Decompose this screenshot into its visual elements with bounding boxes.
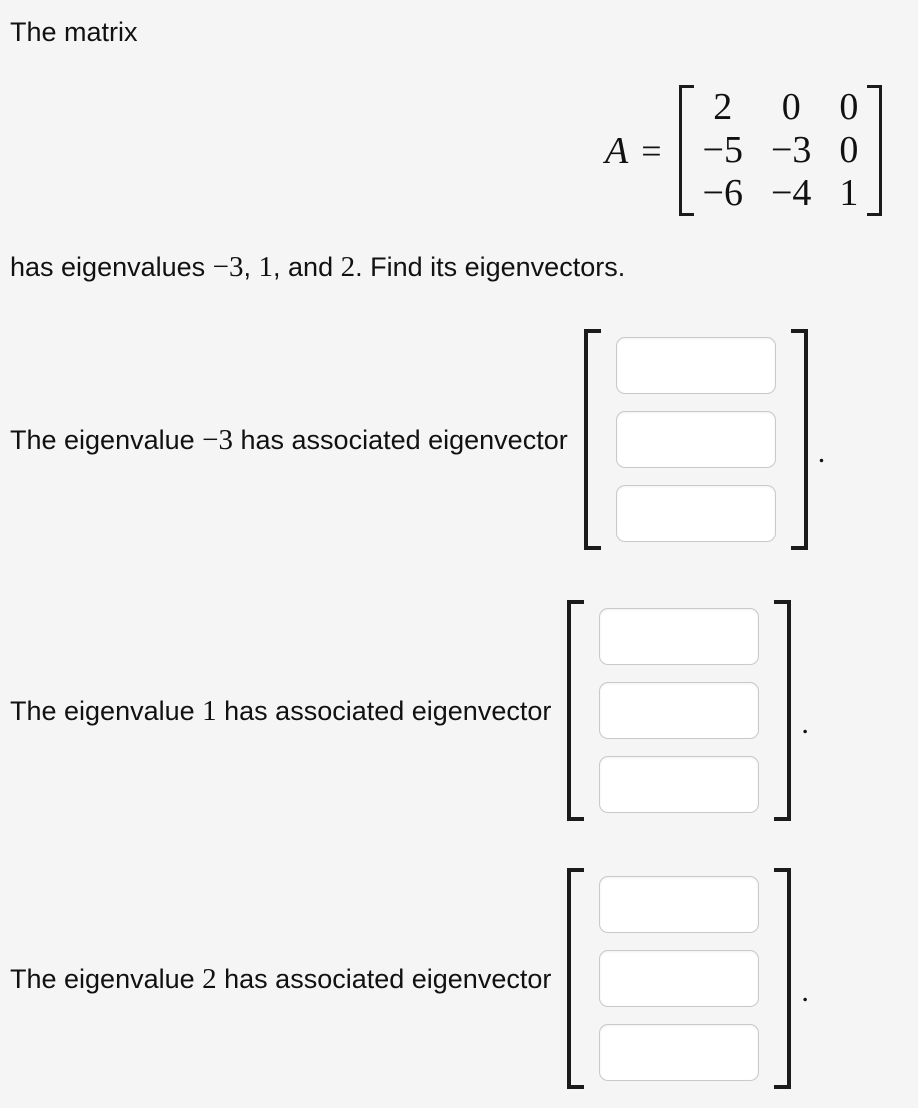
label-text: The eigenvalue xyxy=(10,963,203,994)
matrix-cell: 1 xyxy=(839,172,859,214)
eigenvalue-number: 1 xyxy=(202,694,217,727)
label-text: has associated eigenvector xyxy=(233,424,568,455)
question-row-eigenvalue-1: The eigenvalue 1 has associated eigenvec… xyxy=(10,600,918,821)
question-label: The eigenvalue 1 has associated eigenvec… xyxy=(10,694,551,728)
vector-right-bracket xyxy=(774,600,792,821)
matrix-equation: A = 2 0 0 −5 −3 0 −6 −4 1 xyxy=(605,85,918,216)
matrix-cell: 0 xyxy=(839,129,859,171)
sentence-text: has eigenvalues xyxy=(10,252,213,282)
question-row-eigenvalue-neg3: The eigenvalue −3 has associated eigenve… xyxy=(10,329,918,550)
eigenvalue-number: 2 xyxy=(340,251,356,283)
label-text: The eigenvalue xyxy=(10,695,203,726)
vector-inputs xyxy=(584,600,774,821)
eigenvector1-entry-1[interactable] xyxy=(615,337,776,394)
matrix-cell: 0 xyxy=(781,86,801,128)
vector-left-bracket xyxy=(583,329,601,550)
matrix-cell: 2 xyxy=(713,86,733,128)
eigenvector2-entry-1[interactable] xyxy=(599,608,760,665)
eigenvector1-entry-2[interactable] xyxy=(615,411,776,468)
vector-inputs xyxy=(584,868,774,1089)
eigenvector3-entry-2[interactable] xyxy=(599,950,760,1007)
sentence-period: . xyxy=(801,974,809,1008)
matrix-cell: −3 xyxy=(770,129,812,171)
eigenvalues-sentence: has eigenvalues −3, 1, and 2. Find its e… xyxy=(10,250,918,284)
label-text: The eigenvalue xyxy=(10,424,203,455)
matrix-cell: −6 xyxy=(702,172,743,214)
sentence-text: , xyxy=(243,252,259,282)
eigenvector2-entry-2[interactable] xyxy=(599,682,760,739)
label-text: has associated eigenvector xyxy=(216,695,552,726)
eigenvector1-entry-3[interactable] xyxy=(615,485,776,542)
sentence-period: . xyxy=(801,706,809,740)
eigenvector3-entry-3[interactable] xyxy=(599,1024,760,1081)
eigenvector-answer xyxy=(567,868,792,1089)
eigenvalue-number: −3 xyxy=(202,423,233,456)
vector-right-bracket xyxy=(790,329,808,550)
equals-sign: = xyxy=(641,130,662,171)
question-label: The eigenvalue 2 has associated eigenvec… xyxy=(10,962,551,996)
eigenvalue-number: 1 xyxy=(258,251,274,283)
problem-page: The matrix A = 2 0 0 −5 −3 0 −6 −4 1 has… xyxy=(0,15,918,1089)
matrix-cell: −5 xyxy=(702,129,743,171)
vector-right-bracket xyxy=(774,868,792,1089)
sentence-text: , and xyxy=(273,252,341,282)
question-label: The eigenvalue −3 has associated eigenve… xyxy=(10,423,568,457)
eigenvector-answer xyxy=(583,329,808,550)
vector-inputs xyxy=(601,329,791,550)
matrix-cell: −4 xyxy=(770,172,812,214)
matrix-cell: 0 xyxy=(839,86,859,128)
eigenvalue-number: 2 xyxy=(202,962,217,995)
matrix: 2 0 0 −5 −3 0 −6 −4 1 xyxy=(678,85,883,216)
matrix-symbol: A xyxy=(605,129,629,172)
vector-left-bracket xyxy=(567,600,585,821)
eigenvector2-entry-3[interactable] xyxy=(599,756,760,813)
question-row-eigenvalue-2: The eigenvalue 2 has associated eigenvec… xyxy=(10,868,918,1089)
eigenvector-answer xyxy=(567,600,792,821)
sentence-text: . Find its eigenvectors. xyxy=(355,252,626,282)
intro-text: The matrix xyxy=(10,17,138,47)
eigenvalue-number: −3 xyxy=(212,251,244,283)
matrix-grid: 2 0 0 −5 −3 0 −6 −4 1 xyxy=(694,85,868,216)
matrix-left-bracket xyxy=(678,85,694,216)
vector-left-bracket xyxy=(567,868,585,1089)
matrix-right-bracket xyxy=(867,85,883,216)
eigenvector3-entry-1[interactable] xyxy=(599,876,760,933)
sentence-period: . xyxy=(817,435,826,469)
label-text: has associated eigenvector xyxy=(216,963,552,994)
